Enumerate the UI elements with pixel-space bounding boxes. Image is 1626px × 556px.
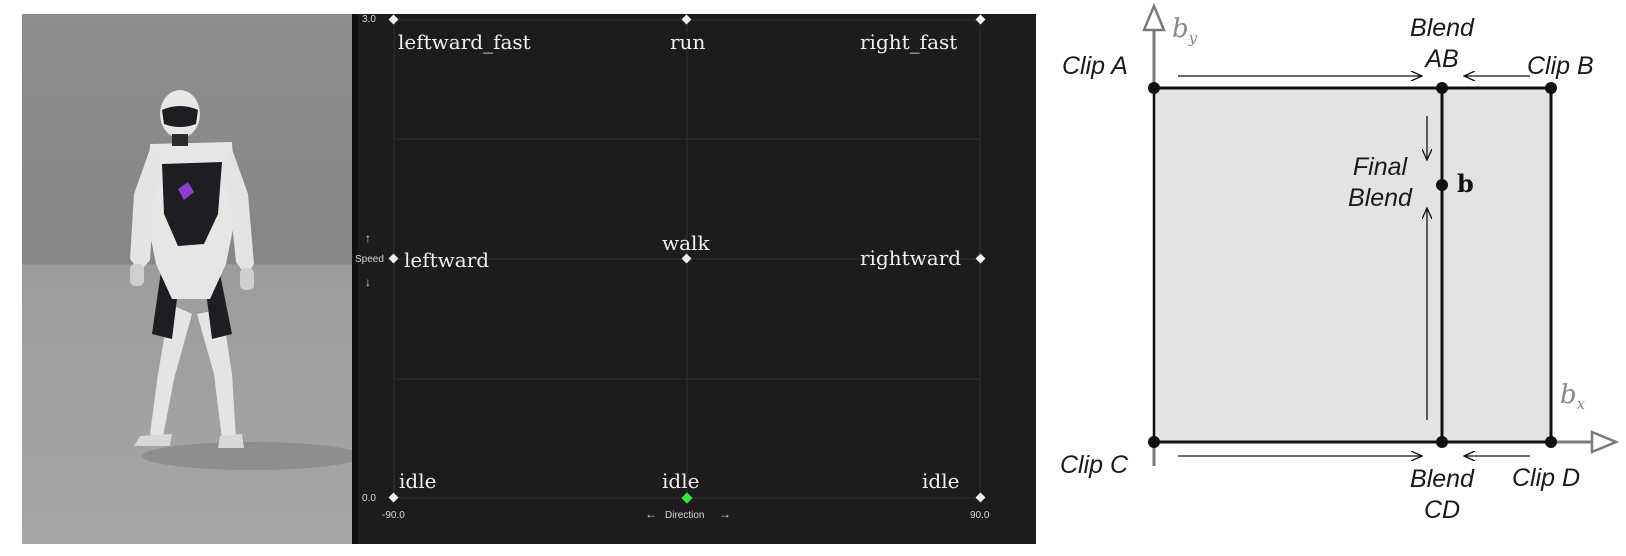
panel-edge: [352, 14, 358, 544]
sample-label-top-left: leftward_fast: [398, 30, 531, 54]
y-axis-up-arrow: ↑: [365, 231, 371, 245]
sample-marker-idle-left[interactable]: [388, 492, 399, 503]
sample-marker-run[interactable]: [681, 14, 692, 25]
y-axis-name: Speed: [355, 254, 384, 265]
diagram-graphics: [1142, 2, 1620, 466]
blend-region: [1154, 88, 1551, 442]
character-figure: [130, 90, 352, 470]
y-axis-arrowhead: [1142, 2, 1166, 32]
x-axis-right-arrow: →: [719, 507, 731, 521]
point-blend-ab: [1436, 82, 1448, 94]
floor-shadow: [142, 442, 352, 470]
y-axis-min-label: 0.0: [362, 493, 376, 504]
label-blend-ab-line2: AB: [1425, 45, 1459, 73]
right-hand: [240, 268, 254, 290]
blend-space-grid[interactable]: leftward_fast run right_fast leftward wa…: [352, 14, 1036, 544]
x-axis-arrowhead: [1590, 430, 1620, 454]
preview-marker-active[interactable]: [681, 492, 693, 504]
label-blend-cd-line2: CD: [1423, 496, 1461, 524]
sample-marker-leftward-fast[interactable]: [388, 14, 399, 25]
point-clip-d: [1545, 436, 1557, 448]
x-axis-name: Direction: [665, 510, 705, 521]
label-clip-a: Clip A: [1062, 52, 1128, 80]
chest-logo: [178, 182, 194, 200]
label-clip-c: Clip C: [1060, 451, 1129, 479]
label-blend-cd-line1: Blend: [1410, 465, 1474, 493]
axis-label-bx-base: b: [1560, 380, 1577, 410]
sample-label-top-center: run: [670, 30, 706, 54]
bilinear-blend-diagram: Clip A Clip B Clip C Clip D Blend AB Ble…: [1040, 0, 1626, 552]
right-foot: [218, 434, 244, 448]
point-blend-cd: [1436, 436, 1448, 448]
left-hand: [130, 264, 144, 286]
label-blend-ab-line1: Blend: [1410, 14, 1474, 42]
sample-label-top-right: right_fast: [860, 30, 958, 54]
axis-label-bx: bx: [1560, 380, 1585, 413]
label-point-b: b: [1457, 169, 1474, 198]
label-final-blend-line2: Blend: [1348, 184, 1412, 212]
axis-label-bx-sub: x: [1576, 395, 1586, 414]
y-axis-max-label: 3.0: [362, 14, 376, 25]
point-clip-c: [1148, 436, 1160, 448]
right-leg: [197, 309, 236, 439]
sample-label-mid-center: walk: [662, 231, 710, 255]
left-foot: [134, 434, 172, 446]
sample-label-bottom-center: idle: [662, 469, 700, 493]
sample-label-bottom-left: idle: [399, 469, 437, 493]
axis-label-by-base: b: [1172, 14, 1189, 44]
sample-marker-rightward[interactable]: [975, 253, 986, 264]
axis-label-by: by: [1172, 14, 1197, 47]
grid-lines: [388, 14, 986, 504]
visor: [162, 106, 198, 127]
neck: [172, 134, 188, 146]
sample-label-mid-left: leftward: [404, 248, 490, 272]
axis-label-by-sub: y: [1188, 29, 1198, 48]
sample-marker-right-fast[interactable]: [975, 14, 986, 25]
label-final-blend-line1: Final: [1352, 153, 1408, 181]
x-axis-min-label: -90.0: [382, 510, 405, 521]
right-arm: [222, 149, 254, 276]
point-b: [1436, 179, 1448, 191]
label-clip-b: Clip B: [1527, 52, 1594, 80]
character-preview-viewport[interactable]: [22, 14, 352, 544]
sample-label-mid-right: rightward: [860, 246, 962, 270]
x-axis-left-arrow: ←: [645, 507, 657, 521]
sample-marker-leftward[interactable]: [388, 253, 399, 264]
y-axis-down-arrow: ↓: [365, 275, 371, 289]
sample-label-bottom-right: idle: [922, 469, 960, 493]
sample-marker-walk[interactable]: [681, 253, 692, 264]
left-leg: [150, 304, 192, 442]
point-clip-a: [1148, 82, 1160, 94]
left-arm: [130, 149, 162, 272]
sample-marker-idle-right[interactable]: [975, 492, 986, 503]
x-axis-max-label: 90.0: [970, 510, 990, 521]
point-clip-b: [1545, 82, 1557, 94]
chest-plate: [162, 162, 222, 246]
label-clip-d: Clip D: [1512, 464, 1581, 492]
